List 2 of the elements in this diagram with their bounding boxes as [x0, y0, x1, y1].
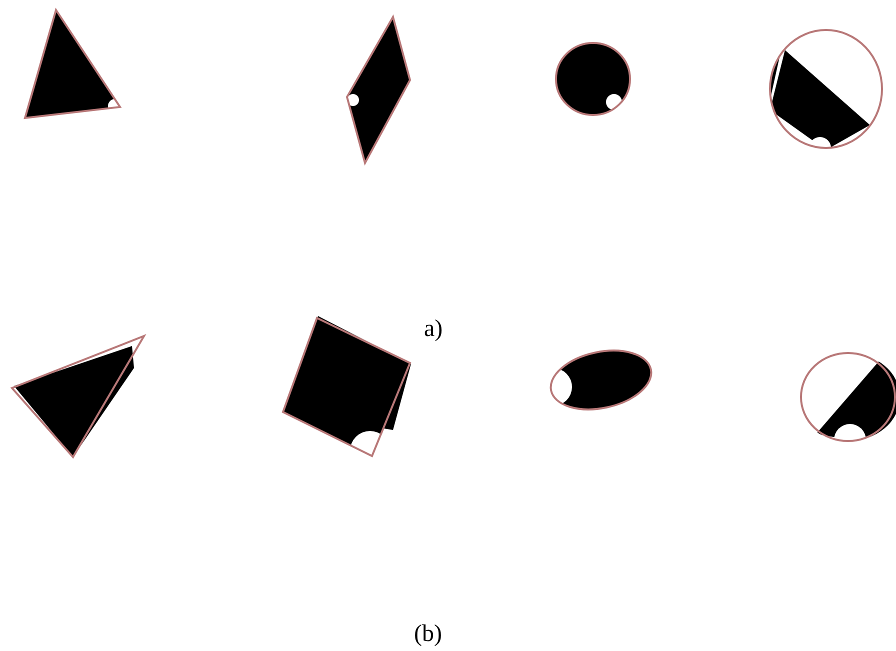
panel-label: (b)	[414, 621, 442, 647]
panel-label: a)	[424, 316, 443, 342]
